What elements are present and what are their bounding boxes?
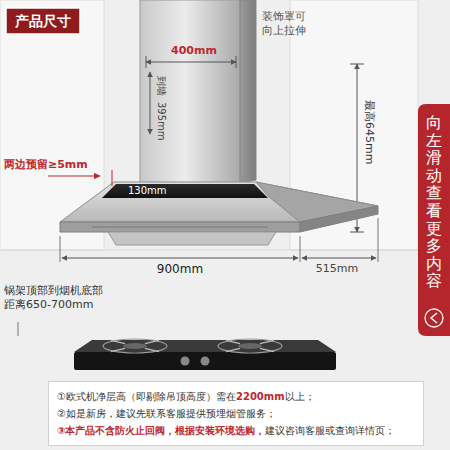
dimension-label: 130mm (128, 185, 167, 198)
swipe-tab: 向左滑动查看更多内容 (418, 108, 450, 306)
vertical-dimension: 到墙 (154, 76, 167, 96)
note-text: 2200mm (236, 391, 285, 402)
note-text: ①欧式机净层高（即剔除吊顶高度）需在 (57, 391, 236, 402)
note-text: 建议咨询客服或查询详情页； (265, 425, 395, 436)
tab-text: 向左滑动查看更多内容 (426, 114, 442, 290)
dimension-label: 515mm (312, 262, 362, 276)
vertical-dimension: 395mm (154, 102, 167, 141)
title-badge (6, 8, 80, 34)
note-text: ③本产品不含防火止回阀，根据安装环境选购， (57, 425, 265, 436)
dimension-label: 锅架顶部到烟机底部距离650-700mm (4, 284, 112, 312)
notes-box: ①欧式机净层高（即剔除吊顶高度）需在2200mm以上； ②如是新房，建议先联系客服… (48, 381, 424, 446)
title-text: 产品尺寸 (6, 8, 80, 34)
side-tab (418, 104, 450, 336)
dimension-label: 400mm (164, 44, 224, 58)
note-text: 以上； (285, 391, 315, 402)
dimension-label: 两边预留≥5mm (4, 158, 88, 172)
vertical-dimension: 最高645mm (362, 100, 376, 164)
dimension-label: 900mm (150, 262, 210, 277)
note-text: ②如是新房，建议先联系客服提供预埋烟管服务； (57, 408, 276, 419)
dimension-label: 装饰罩可向上拉伸 (262, 10, 312, 38)
